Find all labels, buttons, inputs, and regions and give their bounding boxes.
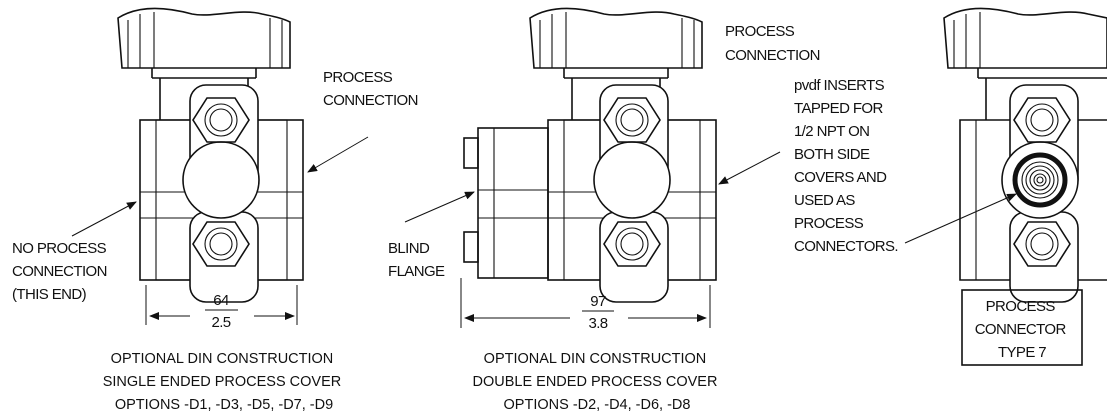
left-housing-cap	[117, 7, 291, 79]
left-dimension: 64 2.5	[145, 285, 298, 331]
middle-dimension: 97 3.8	[460, 278, 711, 332]
left-transmitter-view: 64 2.5 PROCESS CONNECTION NO PROCESS CON…	[12, 7, 418, 413]
blind-flange	[463, 127, 549, 279]
left-body	[139, 84, 304, 303]
blind-flange-label: BLIND FLANGE	[388, 240, 445, 280]
left-dim-mm: 64	[213, 292, 229, 309]
left-no-process-leader	[71, 201, 137, 237]
left-dim-in: 2.5	[211, 314, 230, 331]
left-process-leader	[307, 136, 369, 173]
right-transmitter-view: pvdf INSERTS TAPPED FOR 1/2 NPT ON BOTH …	[794, 7, 1107, 366]
process-connector-type-box: PROCESS CONNECTOR TYPE 7	[961, 289, 1083, 366]
middle-dim-mm: 97	[590, 293, 606, 310]
svg-text:PROCESS CONNECTOR: PROCESS CONNECTOR TYPE 7	[975, 298, 1070, 361]
middle-dim-in: 3.8	[588, 315, 607, 332]
pvdf-insert	[1012, 152, 1068, 208]
pvdf-inserts-note: pvdf INSERTS TAPPED FOR 1/2 NPT ON BOTH …	[794, 77, 898, 255]
left-process-connection-label: PROCESS CONNECTION	[323, 69, 418, 109]
middle-process-connection-label: PROCESS CONNECTION	[725, 23, 820, 64]
right-housing-cap	[943, 7, 1107, 79]
middle-body	[547, 84, 717, 303]
middle-housing-cap	[529, 7, 703, 79]
middle-process-leader	[718, 151, 781, 185]
left-no-process-label: NO PROCESS CONNECTION (THIS END)	[12, 240, 110, 303]
pvdf-insert-leader	[904, 193, 1017, 244]
middle-caption: OPTIONAL DIN CONSTRUCTION DOUBLE ENDED P…	[473, 351, 722, 413]
blind-flange-leader	[404, 191, 475, 223]
middle-transmitter-view: 97 3.8 PROCESS CONNECTION BLIND FLANGE O…	[388, 7, 820, 413]
left-caption: OPTIONAL DIN CONSTRUCTION SINGLE ENDED P…	[103, 351, 346, 413]
